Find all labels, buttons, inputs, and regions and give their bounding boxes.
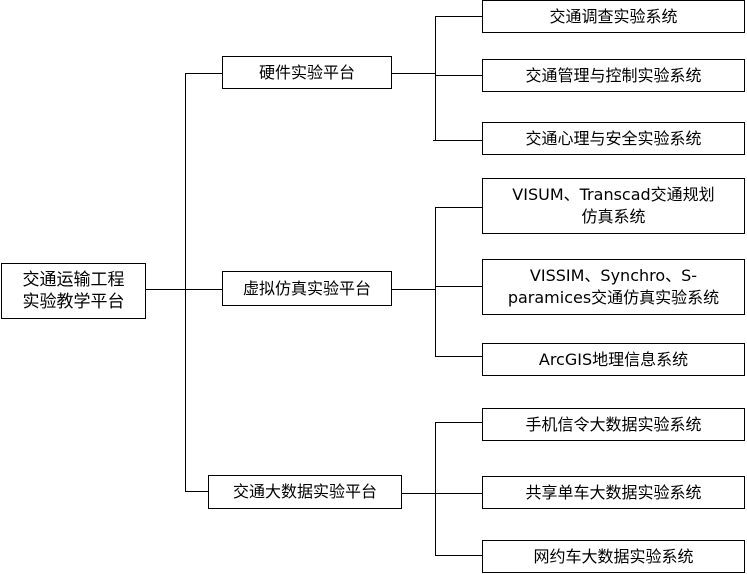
system-node: 网约车大数据实验系统 — [482, 540, 745, 573]
system-label-line1: VISSIM、Synchro、S- — [529, 266, 698, 285]
system-node: 共享单车大数据实验系统 — [482, 476, 745, 509]
platform-label: 虚拟仿真实验平台 — [242, 278, 371, 298]
system-label-line1: VISUM、Transcad交通规划 — [512, 185, 715, 204]
system-label: 手机信令大数据实验系统 — [525, 414, 702, 434]
system-label: ArcGIS地理信息系统 — [538, 349, 689, 369]
system-label: 共享单车大数据实验系统 — [525, 482, 702, 502]
system-label-line2: paramices交通仿真实验系统 — [507, 288, 720, 307]
system-label: 网约车大数据实验系统 — [533, 546, 694, 566]
system-node: 交通管理与控制实验系统 — [482, 59, 745, 92]
system-node: VISSIM、Synchro、S- paramices交通仿真实验系统 — [482, 259, 745, 315]
system-label: 交通心理与安全实验系统 — [525, 128, 702, 148]
system-label-line2: 仿真系统 — [581, 207, 646, 226]
platform-label: 硬件实验平台 — [258, 62, 355, 82]
system-node: 交通调查实验系统 — [482, 0, 745, 33]
root-node: 交通运输工程 实验教学平台 — [1, 263, 146, 319]
platform-node-big-data: 交通大数据实验平台 — [208, 475, 402, 509]
system-node: ArcGIS地理信息系统 — [482, 343, 745, 376]
platform-node-virtual-simulation: 虚拟仿真实验平台 — [222, 271, 392, 306]
system-label: 交通调查实验系统 — [549, 6, 678, 26]
platform-node-hardware: 硬件实验平台 — [222, 56, 392, 89]
platform-label: 交通大数据实验平台 — [232, 482, 377, 501]
root-label-line1: 交通运输工程 — [22, 270, 125, 290]
root-label-line2: 实验教学平台 — [22, 292, 125, 312]
system-node: 交通心理与安全实验系统 — [482, 122, 745, 155]
system-node: VISUM、Transcad交通规划 仿真系统 — [482, 178, 745, 234]
system-node: 手机信令大数据实验系统 — [482, 408, 745, 441]
system-label: 交通管理与控制实验系统 — [525, 65, 702, 85]
